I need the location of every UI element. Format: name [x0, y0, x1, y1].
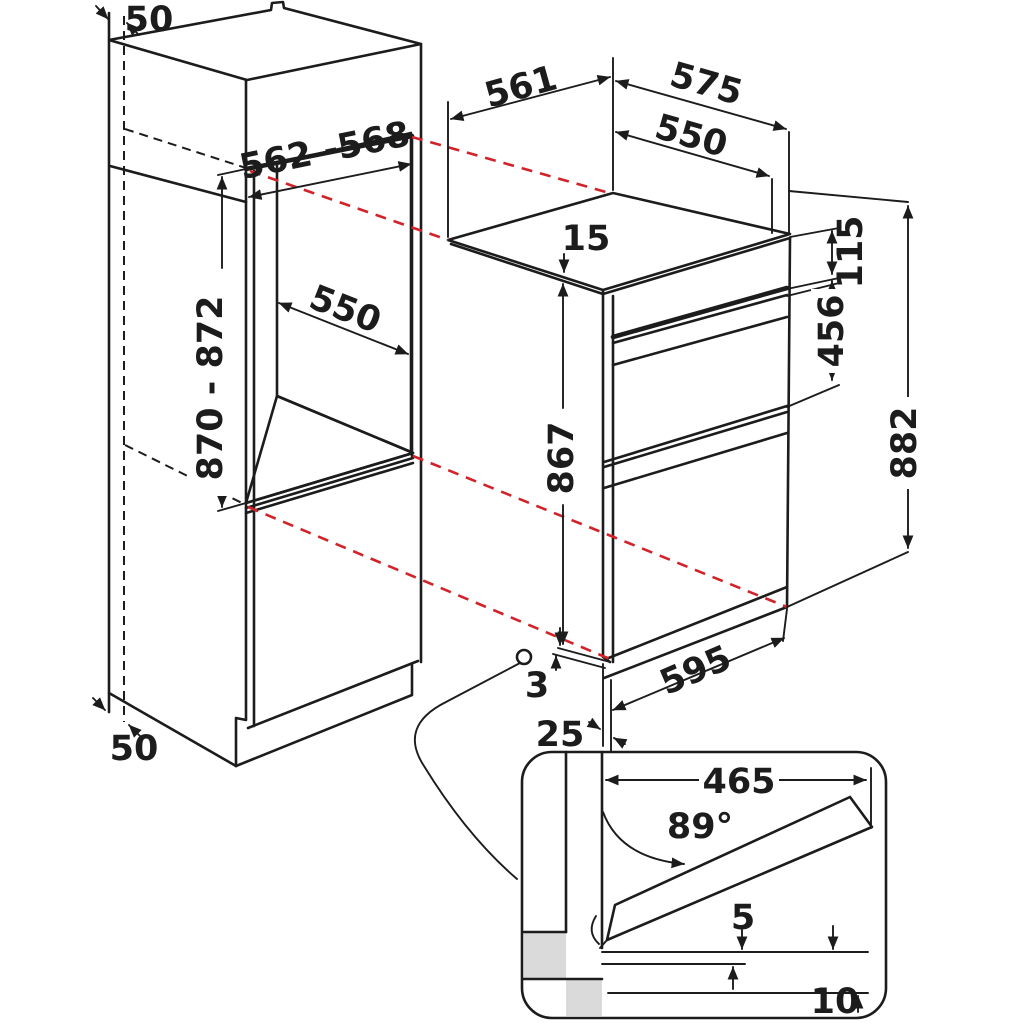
- oven-band-1: [611, 293, 789, 345]
- oven-unit: [446, 191, 792, 680]
- dim-50-top-label: 50: [125, 0, 174, 40]
- oven-drawer-top: [602, 431, 789, 490]
- dim-3-label: 3: [525, 666, 549, 706]
- dim-456-label-bg: [811, 289, 847, 373]
- detail-cabinet-front: [564, 750, 604, 950]
- cabinet-top-face: [107, 0, 423, 82]
- projection-bottom-right: [412, 454, 788, 609]
- detail-frame: [520, 750, 888, 1020]
- dim-50-bottom-arrow-left: [92, 697, 106, 711]
- dim-15-label: 15: [562, 219, 611, 259]
- dim-50-bottom-label: 50: [110, 729, 159, 769]
- detail-10-label: 10: [811, 982, 860, 1022]
- toekick-notch: [234, 716, 248, 768]
- dim-595-line: [612, 637, 785, 711]
- dim-870-label: 870 - 872: [191, 295, 231, 480]
- dim-50-top-arrow-left: [95, 5, 109, 20]
- oven-right-edge: [785, 236, 792, 609]
- dim-870-extensions: [217, 168, 247, 512]
- dim-882-label: 882: [885, 406, 925, 479]
- dim-867-label-bg: [542, 412, 578, 504]
- cabinet-hidden-niche-top: [124, 128, 247, 169]
- detail-plinth-upper: [524, 932, 566, 979]
- detail-gap-lines: [601, 951, 869, 965]
- oven-right-dimensions: 115 456 882 867: [542, 190, 925, 645]
- cabinet-unit: [107, 0, 423, 768]
- dim-562-line: [248, 161, 412, 200]
- dim-25-arrow-left: [586, 717, 601, 730]
- dim-561-label: 561: [481, 58, 562, 116]
- dim-25-extensions: [602, 663, 612, 753]
- detail-465-label: 465: [702, 762, 775, 802]
- oven-door-bottom-1: [602, 404, 789, 464]
- dim-870-label-bg: [188, 280, 228, 496]
- oven-top-dimensions: 561 575 550 15: [447, 55, 790, 273]
- oven-frame-lip: [449, 236, 792, 296]
- oven-top-face: [446, 191, 792, 292]
- projection-top-left: [249, 169, 449, 242]
- dim-25-arrow-right: [613, 737, 628, 749]
- oven-control-panel-line: [610, 285, 790, 340]
- dim-456-label: 456: [812, 294, 852, 367]
- plinth-top-edge: [246, 659, 420, 730]
- detail-marker-circle: [515, 648, 533, 666]
- detail-angle-label: 89°: [667, 807, 733, 847]
- dim-25-label: 25: [536, 715, 585, 755]
- projection-lines: [247, 135, 788, 661]
- cabinet-left-bottom-edge: [107, 691, 238, 768]
- oven-front-face: [603, 238, 790, 678]
- dim-50-top-arrow-right: [126, 22, 140, 36]
- dim-550-line: [615, 130, 770, 178]
- dim-niche-550-label: 550: [304, 278, 387, 342]
- dim-550-label: 550: [650, 107, 731, 166]
- detail-plinth-lower: [566, 979, 602, 1016]
- dim-niche-550-line: [278, 302, 409, 355]
- plinth-bottom-edge: [234, 663, 414, 768]
- detail-5-label: 5: [731, 898, 755, 938]
- dim-595-extension: [782, 608, 788, 642]
- dim-562-label: 562 -568: [236, 114, 413, 188]
- dim-575-line: [615, 79, 787, 131]
- detail-oven-door: [605, 795, 874, 942]
- detail-leader-line: [414, 662, 521, 880]
- oven-band-2: [611, 315, 789, 367]
- dim-882-label-bg: [884, 397, 922, 489]
- dim-top-extensions: [447, 57, 790, 238]
- detail-hinge: [590, 915, 608, 949]
- dim-50-bottom-arrow-right: [128, 724, 142, 738]
- dim-575-label: 575: [665, 55, 746, 114]
- dim-115-label: 115: [831, 215, 871, 288]
- projection-bottom-left: [247, 505, 611, 661]
- cabinet-upper-box-bottom: [108, 164, 248, 204]
- detail-view: 465 89° 5 10: [520, 750, 888, 1022]
- detail-angle-arc: [602, 811, 685, 869]
- detail-465-label-bg: [699, 763, 779, 797]
- oven-door-bottom-2: [602, 410, 789, 469]
- dim-867-label: 867: [542, 421, 582, 494]
- detail-plinth-edges: [521, 930, 604, 981]
- niche-floor-front-edge: [244, 451, 415, 515]
- oven-base-gap-lines: [552, 647, 611, 669]
- dim-561-line: [450, 74, 611, 122]
- projection-top-right: [411, 135, 614, 196]
